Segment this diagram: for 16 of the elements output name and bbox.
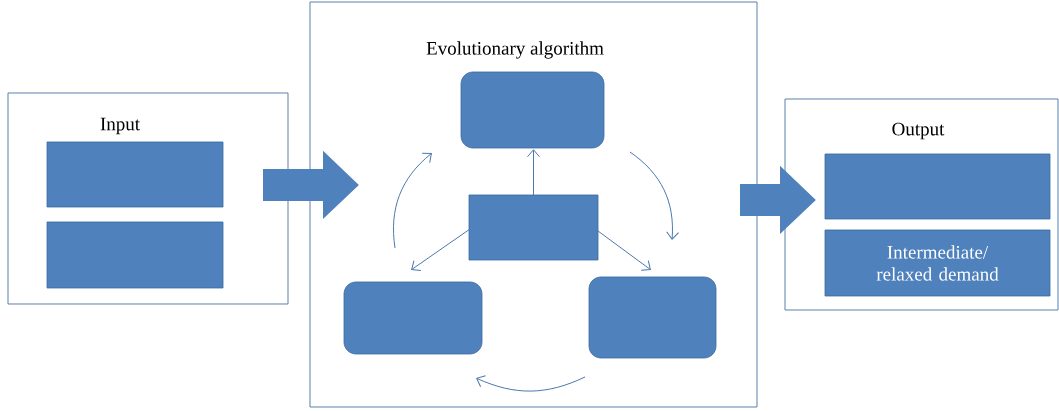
process-box (343, 281, 483, 355)
panel: Input (7, 92, 289, 305)
process-box: Intermediate/ relaxed demand (824, 229, 1051, 297)
arrow (629, 151, 680, 240)
process-box (824, 153, 1051, 220)
process-box (46, 221, 224, 289)
process-box (46, 141, 224, 208)
arrow (476, 375, 586, 392)
arrow (393, 152, 432, 249)
panel: Evolutionary algorithm (309, 1, 758, 408)
process-box (588, 276, 717, 359)
arrow (597, 230, 651, 271)
process-box (468, 194, 599, 261)
process-box (460, 71, 605, 149)
arrow (527, 149, 540, 196)
arrow (411, 228, 471, 271)
